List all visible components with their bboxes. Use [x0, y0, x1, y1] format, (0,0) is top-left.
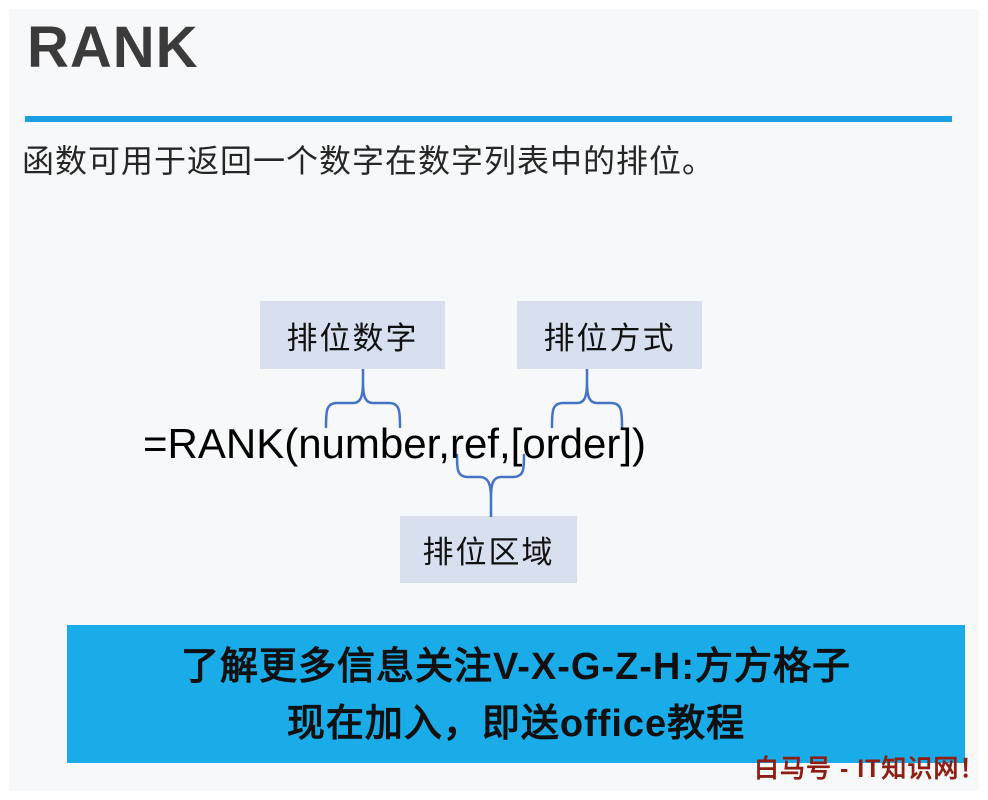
brace-down-ref-icon [452, 453, 530, 517]
promo-banner-line2: 现在加入，即送office教程 [286, 703, 746, 745]
page-title: RANK [27, 15, 199, 80]
callout-label-number: 排位数字 [286, 320, 419, 356]
promo-banner: 了解更多信息关注V-X-G-Z-H:方方格子 现在加入，即送office教程 [67, 625, 965, 763]
brace-up-order-icon [547, 369, 627, 429]
promo-banner-line1: 了解更多信息关注V-X-G-Z-H:方方格子 [180, 646, 852, 688]
callout-box-order: 排位方式 [517, 301, 702, 369]
callout-box-number: 排位数字 [260, 301, 445, 369]
formula-text: =RANK(number,ref,[order]) [143, 420, 647, 467]
function-description: 函数可用于返回一个数字在数字列表中的排位。 [22, 143, 716, 179]
title-divider [25, 116, 952, 122]
callout-label-ref: 排位区域 [422, 535, 555, 570]
brace-up-number-icon [320, 369, 406, 429]
callout-label-order: 排位方式 [543, 320, 676, 356]
callout-box-ref: 排位区域 [400, 516, 577, 583]
watermark-text: 白马号 - IT知识网！ [754, 755, 986, 783]
